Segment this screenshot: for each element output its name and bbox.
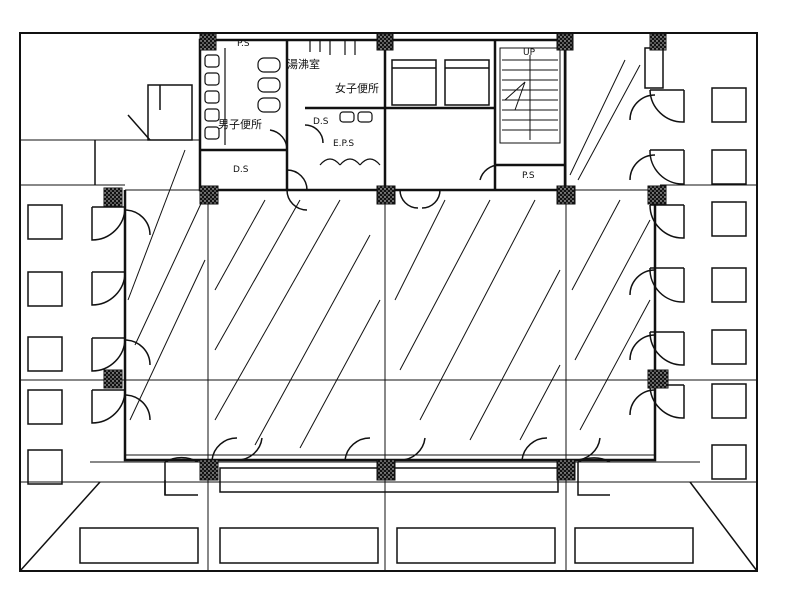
room-labels: P.S 湯沸室 女子便所 男子便所 D.S D.S E.P.S P.S UP xyxy=(218,39,536,181)
right-doors xyxy=(629,47,685,419)
core-doors xyxy=(269,124,501,211)
womens-toilet-label: 女子便所 xyxy=(335,81,379,95)
columns xyxy=(103,33,669,481)
bottom-doors xyxy=(164,437,611,496)
bottom-band xyxy=(19,467,758,572)
stair-up-label: UP xyxy=(523,48,536,58)
left-windows xyxy=(27,204,63,485)
mens-toilet-label: 男子便所 xyxy=(218,118,262,131)
ds-toilet-label: D.S xyxy=(313,117,329,127)
stair xyxy=(499,47,561,144)
left-doors xyxy=(91,206,151,424)
left-stub xyxy=(94,84,193,185)
eps-label: E.P.S xyxy=(333,139,354,149)
toilet-fixtures xyxy=(204,40,381,166)
hot-water-room-label: 湯沸室 xyxy=(287,57,320,71)
outer-frame xyxy=(19,32,758,572)
office-hall xyxy=(123,190,657,462)
ds-lower-label: D.S xyxy=(233,165,249,175)
ps-top-label: P.S xyxy=(237,39,250,49)
elevators xyxy=(391,59,490,106)
ps-stair-label: P.S xyxy=(522,171,535,181)
core-walls xyxy=(198,38,567,192)
office-hatching xyxy=(127,59,651,449)
right-windows xyxy=(711,87,747,480)
